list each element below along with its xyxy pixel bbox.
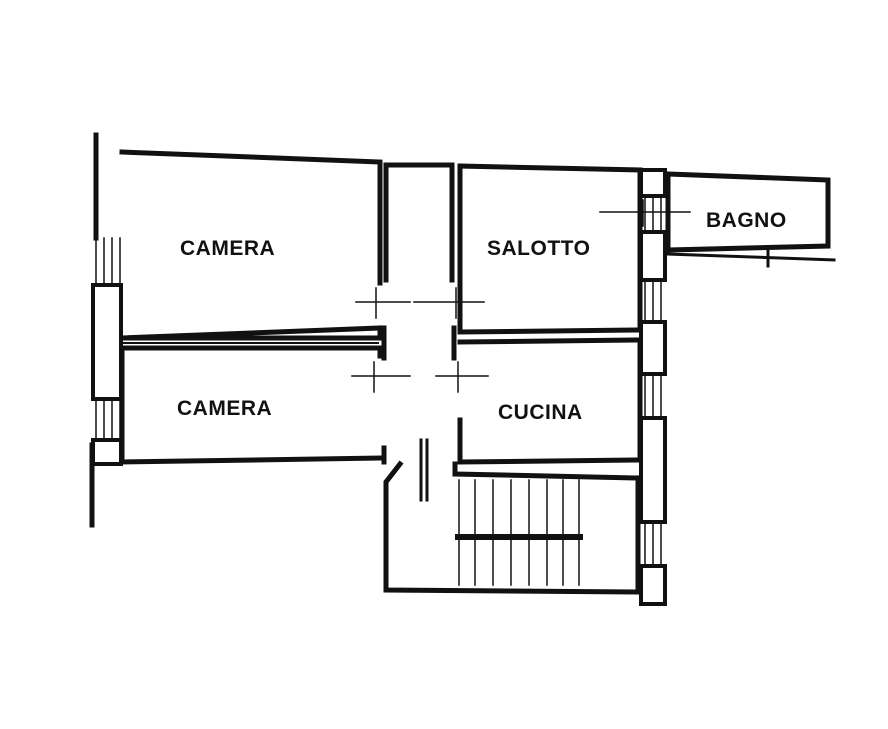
stairs-icon [458, 479, 580, 586]
window-icon [95, 237, 121, 441]
room-label-camera-top: CAMERA [180, 237, 275, 260]
right-pier-mid2 [639, 320, 667, 376]
right-pier-low [639, 416, 667, 524]
door-swing-icon [599, 199, 691, 227]
room-label-salotto: SALOTTO [487, 237, 590, 260]
window-icon [644, 195, 662, 567]
room-label-camera-bottom: CAMERA [177, 397, 272, 420]
radiator-icon [419, 438, 429, 502]
left-pier [91, 283, 123, 401]
left-pier-bottom [91, 438, 123, 466]
right-pier-bottom [639, 564, 667, 606]
room-label-bagno: BAGNO [706, 209, 787, 232]
bagno-walls [665, 171, 831, 253]
corridor-walls [383, 162, 455, 283]
right-pier-mid [639, 230, 667, 282]
right-pier-top [639, 168, 667, 198]
camera-bottom-walls [119, 345, 383, 465]
camera-top-walls [119, 149, 383, 341]
door-swing-icon [351, 287, 489, 393]
stairwell-walls [383, 460, 641, 595]
room-label-cucina: CUCINA [498, 401, 583, 424]
bagno-balcony-line [666, 252, 836, 262]
